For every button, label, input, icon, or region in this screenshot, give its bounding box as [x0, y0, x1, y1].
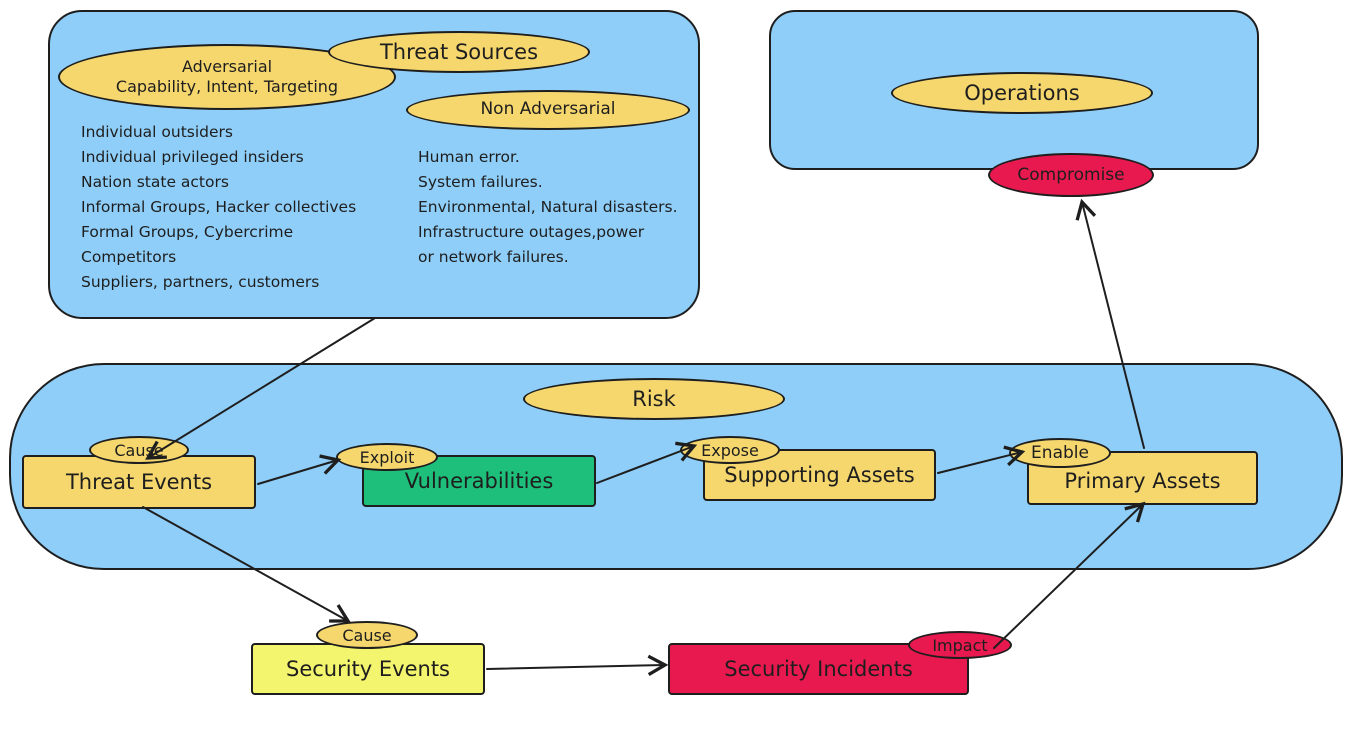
expose-tag: Expose	[680, 436, 780, 464]
list-item: Nation state actors	[81, 173, 229, 191]
operations-title: Operations	[891, 72, 1153, 114]
security-events-box: Security Events	[251, 643, 485, 695]
compromise-tag: Compromise	[988, 153, 1154, 197]
enable-tag: Enable	[1009, 438, 1111, 468]
list-item: Environmental, Natural disasters.	[418, 198, 678, 216]
supporting-assets-box: Supporting Assets	[703, 449, 936, 501]
adversarial-list: Individual outsiders Individual privileg…	[81, 120, 356, 295]
list-item: Human error.	[418, 148, 520, 166]
list-item: Informal Groups, Hacker collectives	[81, 198, 357, 216]
list-item: Formal Groups, Cybercrime	[81, 223, 294, 241]
list-item: Individual outsiders	[81, 123, 234, 141]
cause-tag: Cause	[89, 436, 189, 464]
non-adversarial-pill: Non Adversarial	[406, 90, 690, 130]
list-item: Suppliers, partners, customers	[81, 273, 320, 291]
list-item: or network failures.	[418, 248, 569, 266]
threat-sources-title: Threat Sources	[328, 31, 590, 73]
non-adversarial-list: Human error. System failures. Environmen…	[418, 145, 678, 270]
risk-title: Risk	[523, 378, 785, 420]
impact-tag: Impact	[908, 631, 1012, 659]
cause-tag: Cause	[316, 621, 418, 649]
list-item: Infrastructure outages,power	[418, 223, 645, 241]
exploit-tag: Exploit	[336, 443, 438, 471]
arrow-security-events-to-incidents	[486, 654, 669, 676]
list-item: Individual privileged insiders	[81, 148, 304, 166]
threat-events-box: Threat Events	[22, 455, 256, 509]
adversarial-sublabel: Capability, Intent, Targeting	[115, 77, 339, 96]
list-item: System failures.	[418, 173, 543, 191]
list-item: Competitors	[81, 248, 177, 266]
adversarial-label: Adversarial	[181, 57, 273, 76]
